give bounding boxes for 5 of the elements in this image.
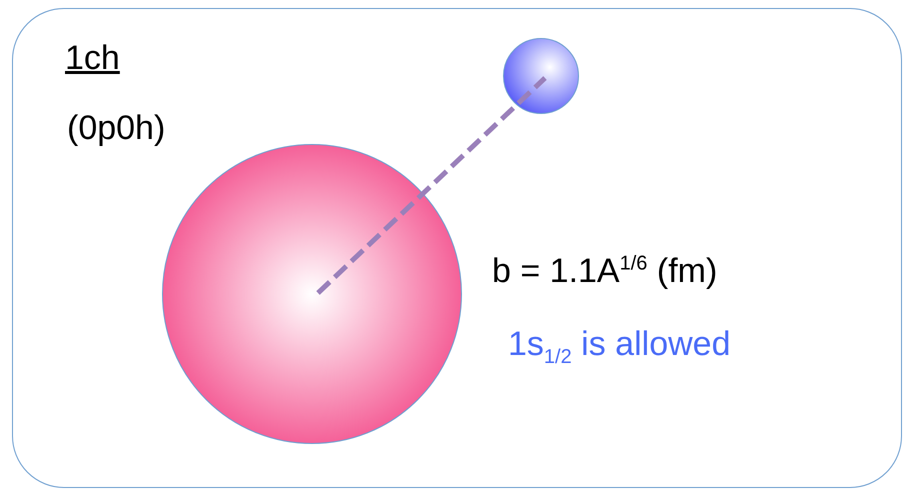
configuration-label: (0p0h): [67, 109, 166, 148]
formula-label: b = 1.1A$^{1/6}$ (fm): [492, 252, 718, 291]
channel-heading: 1ch: [65, 39, 120, 78]
note-label: 1s$_{1/2}$ is allowed: [508, 325, 730, 369]
panel-frame: [12, 8, 902, 488]
